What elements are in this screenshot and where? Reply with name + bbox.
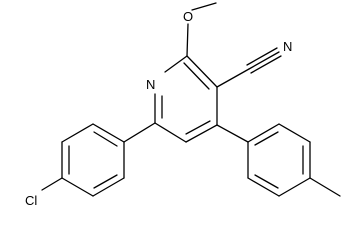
molecule-canvas: O N N Cl (25, 2, 341, 208)
bond-cn-triple-3 (250, 55, 282, 74)
bond-aryl-5-double (93, 174, 118, 189)
bond-c2-c3-double (183, 62, 210, 90)
bond-tolyl-5-double (254, 174, 279, 189)
bond-aryl-1 (92, 123, 125, 143)
bond-c4-c5-double (185, 120, 211, 135)
bond-tolyl-4 (278, 177, 311, 197)
bond-cn-triple-2 (246, 47, 278, 66)
bond-aryl-5 (92, 177, 125, 197)
bond-aryl-cl (41, 177, 63, 191)
bond-tolyl-2 (278, 123, 311, 143)
bond-c5-c6 (154, 122, 187, 143)
bond-c6-aryl (123, 122, 156, 143)
bond-c3-cn (216, 68, 250, 88)
bond-tolyl-1 (247, 123, 280, 143)
bond-tolyl-methyl (309, 177, 341, 197)
bond-aryl-2 (61, 123, 94, 143)
atom-label-ring-nitrogen: N (146, 77, 155, 92)
structure-diagram: O N N Cl (25, 2, 341, 208)
bond-c4-c5 (185, 124, 218, 143)
atom-label-nitrile-nitrogen: N (283, 39, 292, 54)
bond-tolyl-1-double (254, 131, 279, 146)
bond-o-c2 (186, 23, 189, 57)
bond-aryl-1-double (93, 131, 118, 147)
bond-cn-triple-1 (248, 51, 280, 70)
bond-c4-tolyl (216, 124, 249, 143)
bond-c2-c3 (186, 55, 218, 88)
bond-aryl-4 (61, 177, 94, 197)
atom-label-chlorine: Cl (25, 193, 37, 208)
bond-methyl-o (191, 2, 217, 11)
atom-label-methoxy-oxygen: O (183, 9, 193, 24)
bond-n1-c2 (164, 55, 188, 73)
bond-tolyl-5 (247, 177, 280, 197)
